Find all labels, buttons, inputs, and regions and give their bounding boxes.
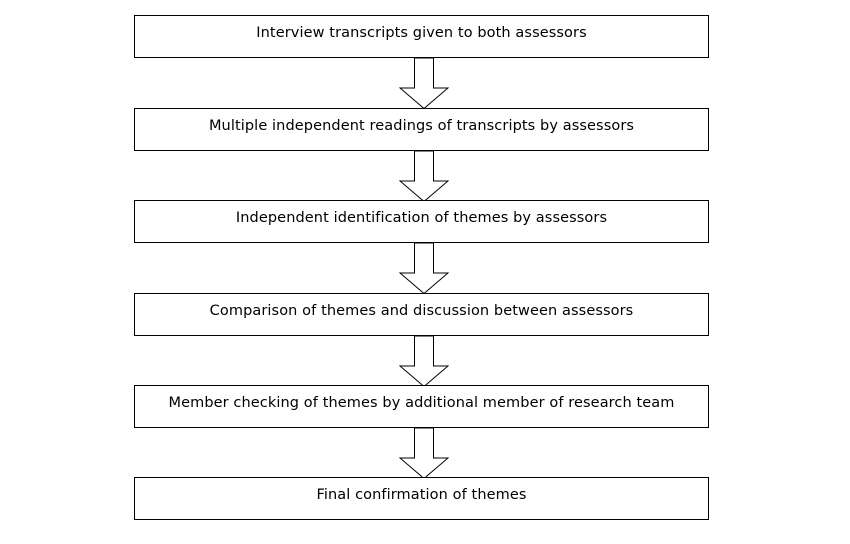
- flowchart-step-3-label: Independent identification of themes by …: [235, 210, 608, 226]
- flowchart-step-3: Independent identification of themes by …: [134, 200, 709, 243]
- flowchart-step-1: Interview transcripts given to both asse…: [134, 15, 709, 58]
- flowchart-step-6-label: Final confirmation of themes: [316, 487, 527, 503]
- down-arrow-icon-2: [399, 151, 449, 202]
- down-arrow-icon-3: [399, 243, 449, 294]
- flowchart-step-6: Final confirmation of themes: [134, 477, 709, 520]
- flowchart-step-2-label: Multiple independent readings of transcr…: [208, 118, 635, 134]
- flowchart-step-2: Multiple independent readings of transcr…: [134, 108, 709, 151]
- down-arrow-icon-5: [399, 428, 449, 479]
- down-arrow-icon-1: [399, 58, 449, 109]
- down-arrow-icon-4: [399, 336, 449, 387]
- flowchart-step-4: Comparison of themes and discussion betw…: [134, 293, 709, 336]
- flowchart-step-4-label: Comparison of themes and discussion betw…: [209, 303, 634, 319]
- flowchart-step-5-label: Member checking of themes by additional …: [168, 395, 675, 411]
- flowchart-step-1-label: Interview transcripts given to both asse…: [256, 25, 587, 41]
- flowchart-step-5: Member checking of themes by additional …: [134, 385, 709, 428]
